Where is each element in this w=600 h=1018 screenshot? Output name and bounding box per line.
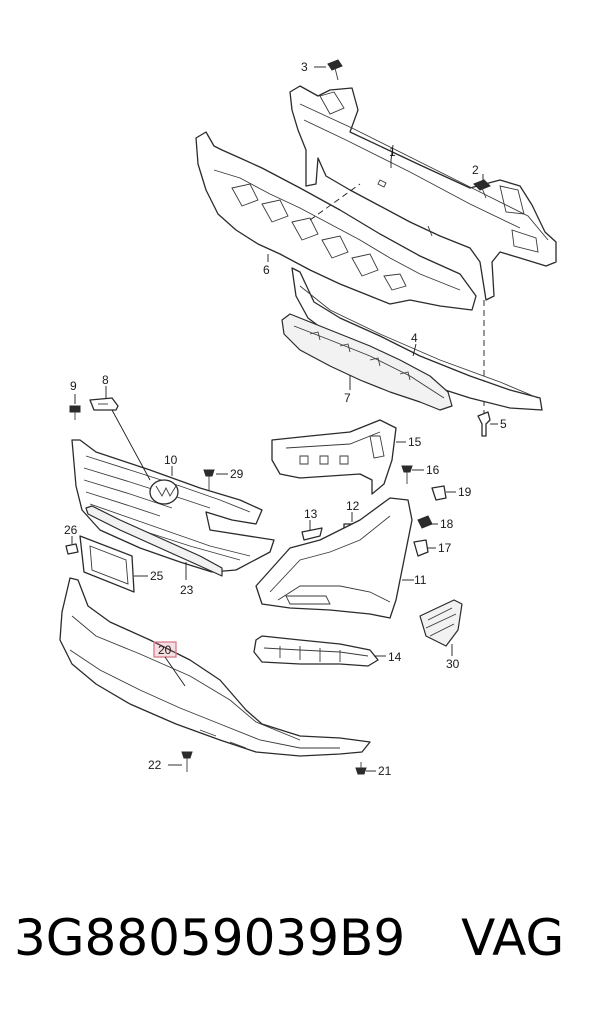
callout-10: 10 [164,453,178,467]
bolt-22 [181,751,193,772]
part-number-line: 3G88059039B9 VAG [14,898,594,978]
callout-11: 11 [414,573,427,587]
callout-21: 21 [378,764,392,778]
callout-4: 4 [411,331,418,345]
clip-17 [413,539,429,557]
callout-7: 7 [344,391,351,405]
callout-12: 12 [346,499,360,513]
license-plate-holder-25 [79,535,135,593]
callout-23: 23 [180,583,194,597]
clip-26 [65,543,79,555]
callout-30: 30 [446,657,460,671]
callout-8: 8 [102,373,109,387]
brand-label: VAG [461,909,565,967]
callout-1: 1 [389,145,396,159]
clip-13 [301,527,323,541]
radiator-grille-10 [71,439,275,573]
callout-17: 17 [438,541,452,555]
part-number: 3G88059039B9 [14,909,406,967]
side-grille-30 [419,599,463,647]
callout-2: 2 [472,163,479,177]
clip-19 [431,485,447,501]
bolt-3 [327,59,343,81]
energy-absorber-6 [195,131,477,311]
bumper-cover-20 [59,577,371,757]
callout-18: 18 [440,517,454,531]
bumper-carrier-1 [289,85,557,301]
callout-29: 29 [230,467,244,481]
bolt-16 [401,465,413,484]
bolt-2 [473,179,491,199]
bolt-18 [417,515,433,529]
side-bracket-15 [271,419,397,495]
callout-9: 9 [70,379,77,393]
exploded-parts-diagram: 3 1 2 6 4 [59,59,557,778]
lower-bracket-7 [281,313,453,411]
bolt-21 [355,762,367,775]
callout-20: 20 [158,643,172,657]
callout-5: 5 [500,417,507,431]
clip-5 [477,411,491,437]
callout-13: 13 [304,507,318,521]
callout-22: 22 [148,758,162,772]
callout-26: 26 [64,523,78,537]
trim-strip-23 [85,505,223,577]
lower-grille-14 [253,635,379,667]
bracket-8 [89,397,119,411]
screw-29 [203,469,215,490]
callout-25: 25 [150,569,164,583]
callout-19: 19 [458,485,472,499]
callout-6: 6 [263,263,270,277]
callout-14: 14 [388,650,402,664]
callout-15: 15 [408,435,422,449]
side-cover-11 [255,497,413,619]
callout-3: 3 [301,60,308,74]
screw-9 [69,405,81,420]
callout-16: 16 [426,463,440,477]
